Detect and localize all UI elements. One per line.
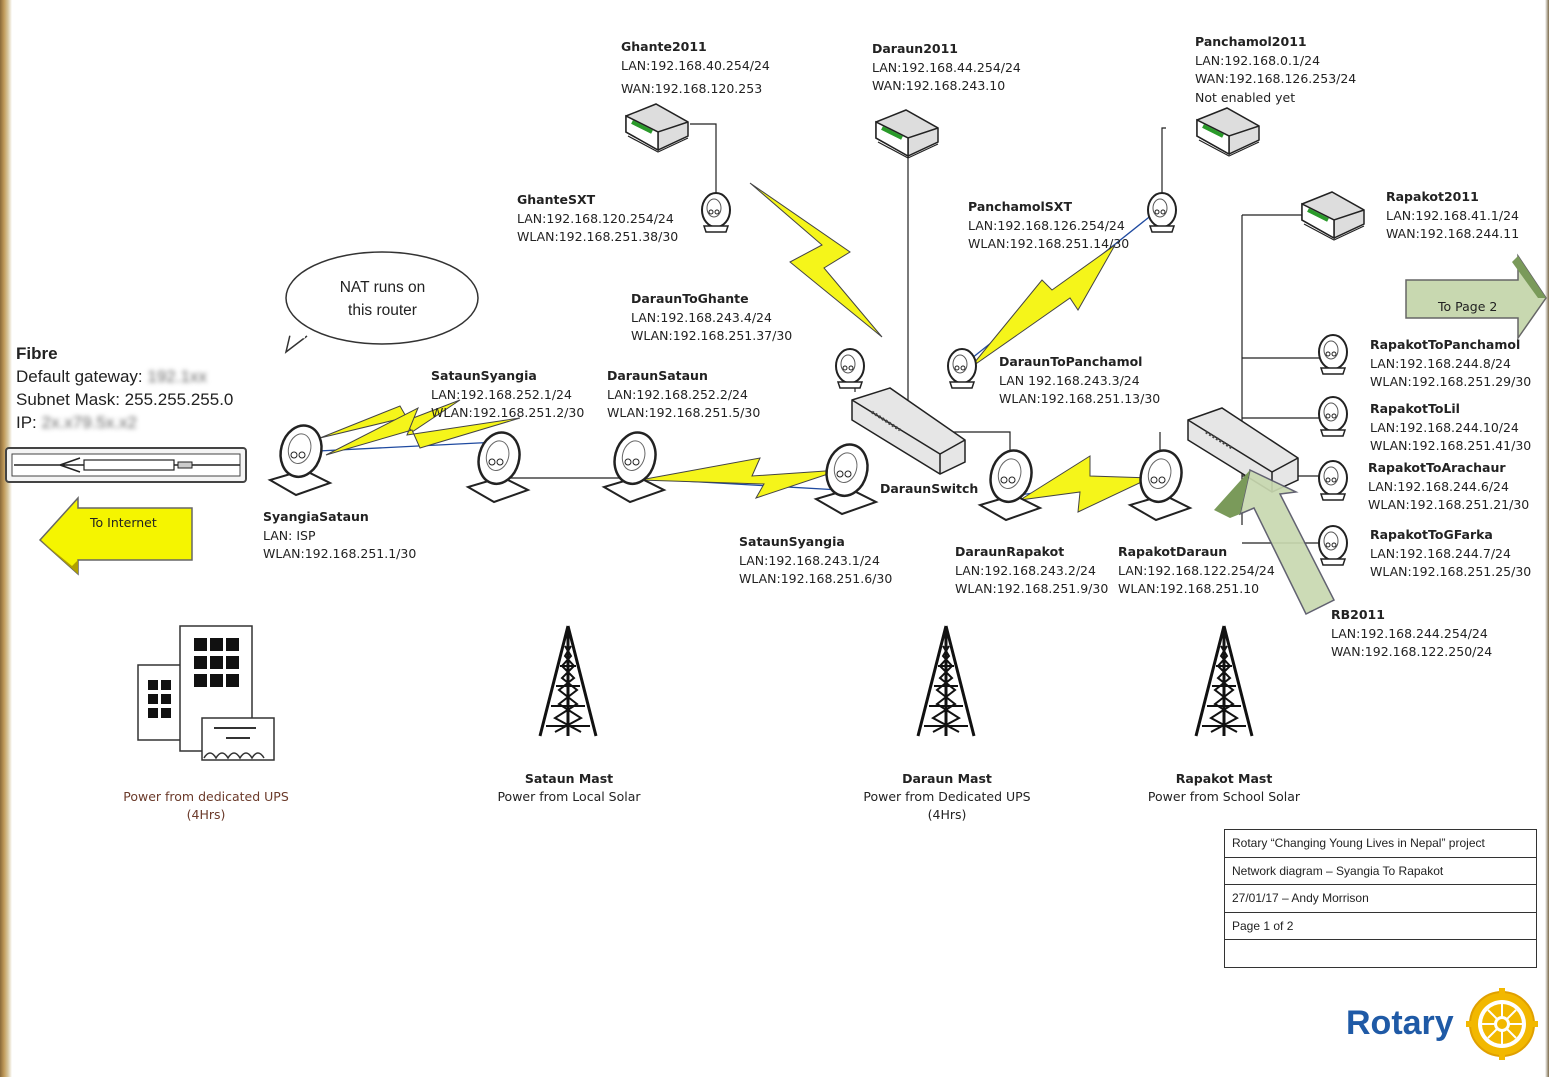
sataunsyangia-dish-icon <box>466 426 530 504</box>
to-page2-label: To Page 2 <box>1438 299 1498 314</box>
rapakottogfarka-label: RapakotToGFarka LAN:192.168.244.7/24 WLA… <box>1370 527 1532 579</box>
fibre-cable-icon <box>5 447 247 483</box>
rapakottopanchamol-label: RapakotToPanchamol LAN:192.168.244.8/24 … <box>1370 337 1532 389</box>
building-icon <box>137 625 275 761</box>
panchamol2011-label: Panchamol2011 LAN:192.168.0.1/24 WAN:192… <box>1195 34 1357 105</box>
daraunswitch-label: DaraunSwitch <box>880 481 979 496</box>
ghantesxt-dish-icon <box>701 192 731 233</box>
rapakottoarachaur-label: RapakotToArachaur LAN:192.168.244.6/24 W… <box>1368 460 1530 512</box>
fibre-subnet: Subnet Mask: 255.255.255.0 <box>16 390 234 409</box>
to-internet-label: To Internet <box>90 515 157 530</box>
rapakottolil-label: RapakotToLil LAN:192.168.244.10/24 WLAN:… <box>1370 401 1532 453</box>
title-block-diagram: Network diagram – Syangia To Rapakot <box>1225 858 1536 885</box>
syangiasataun-dish-icon <box>268 419 332 497</box>
title-block-empty <box>1225 940 1536 967</box>
title-block-page: Page 1 of 2 <box>1225 913 1536 940</box>
fibre-ip: IP: 2x.x79.5x.x2 <box>16 413 137 432</box>
daraunsataun-dish-icon <box>602 426 666 504</box>
title-block: Rotary “Changing Young Lives in Nepal” p… <box>1224 829 1537 968</box>
fibre-title: Fibre <box>16 344 58 363</box>
syangiasataun-label: SyangiaSataun LAN: ISP WLAN:192.168.251.… <box>263 509 417 561</box>
darauntopanchamol-label: DaraunToPanchamol LAN 192.168.243.3/24 W… <box>999 354 1161 406</box>
fibre-info: Fibre Default gateway: 192.1xx Subnet Ma… <box>16 342 233 434</box>
sataunsyangia2-dish-icon <box>814 438 878 516</box>
daraunsataun-label: DaraunSataun LAN:192.168.252.2/24 WLAN:1… <box>607 368 761 420</box>
rotary-wheel-icon <box>1466 988 1538 1060</box>
rapakot2011-router-icon <box>1300 190 1366 242</box>
daraunrapakot-label: DaraunRapakot LAN:192.168.243.2/24 WLAN:… <box>955 544 1109 596</box>
daraun2011-label: Daraun2011 LAN:192.168.44.254/24 WAN:192… <box>872 41 1021 93</box>
ghante2011-router-icon <box>624 102 690 154</box>
rapakotdaraun-label: RapakotDaraun LAN:192.168.122.254/24 WLA… <box>1118 544 1275 596</box>
panchamol2011-router-icon <box>1195 106 1261 158</box>
rapakottopanchamol-dish-icon <box>1318 334 1348 375</box>
rotary-logo-text: Rotary <box>1346 1004 1454 1042</box>
rapakot2011-label: Rapakot2011 LAN:192.168.41.1/24 WAN:192.… <box>1386 189 1520 241</box>
title-block-date-author: 27/01/17 – Andy Morrison <box>1225 885 1536 913</box>
rapakottogfarka-dish-icon <box>1318 525 1348 566</box>
title-block-project: Rotary “Changing Young Lives in Nepal” p… <box>1225 830 1536 858</box>
daraunrapakot-dish-icon <box>978 444 1042 522</box>
rapakottolil-dish-icon <box>1318 396 1348 437</box>
nat-callout-bubble <box>284 251 479 354</box>
to-internet-arrow[interactable] <box>38 496 193 576</box>
up-arrow <box>1214 468 1336 616</box>
sataunsyangia-label: SataunSyangia LAN:192.168.252.1/24 WLAN:… <box>431 368 585 420</box>
ghante2011-label: Ghante2011 LAN:192.168.40.254/24 WAN:192… <box>621 39 770 96</box>
daraun-mast-icon <box>916 624 976 738</box>
sataun-mast-caption: Sataun Mast Power from Local Solar <box>497 771 641 804</box>
sataun-mast-icon <box>538 624 598 738</box>
rapakottoarachaur-dish-icon <box>1318 460 1348 501</box>
daraunswitch-switch-icon <box>851 387 966 475</box>
ups-caption: Power from dedicated UPS (4Hrs) <box>123 789 289 822</box>
sataunsyangia2-label: SataunSyangia LAN:192.168.243.1/24 WLAN:… <box>739 534 893 586</box>
ghantesxt-label: GhanteSXT LAN:192.168.120.254/24 WLAN:19… <box>517 192 679 244</box>
darauntoghante-label: DaraunToGhante LAN:192.168.243.4/24 WLAN… <box>631 291 793 343</box>
panchamolsxt-dish-icon <box>1147 192 1177 233</box>
darauntoghante-dish-icon <box>835 348 865 389</box>
to-page2-arrow[interactable] <box>1405 253 1547 341</box>
rapakot-mast-caption: Rapakot Mast Power from School Solar <box>1147 771 1301 804</box>
darauntopanchamol-dish-icon <box>947 348 977 389</box>
panchamolsxt-label: PanchamolSXT LAN:192.168.126.254/24 WLAN… <box>968 199 1130 251</box>
daraun-mast-caption: Daraun Mast Power from Dedicated UPS (4H… <box>863 771 1031 822</box>
nat-callout-text: NAT runs on this router <box>339 279 426 319</box>
rb2011-label: RB2011 LAN:192.168.244.254/24 WAN:192.16… <box>1331 607 1493 659</box>
rapakot-mast-icon <box>1194 624 1254 738</box>
rb2011-switch-icon <box>1187 407 1299 493</box>
daraun2011-router-icon <box>874 108 940 160</box>
fibre-gateway: Default gateway: 192.1xx <box>16 367 207 386</box>
